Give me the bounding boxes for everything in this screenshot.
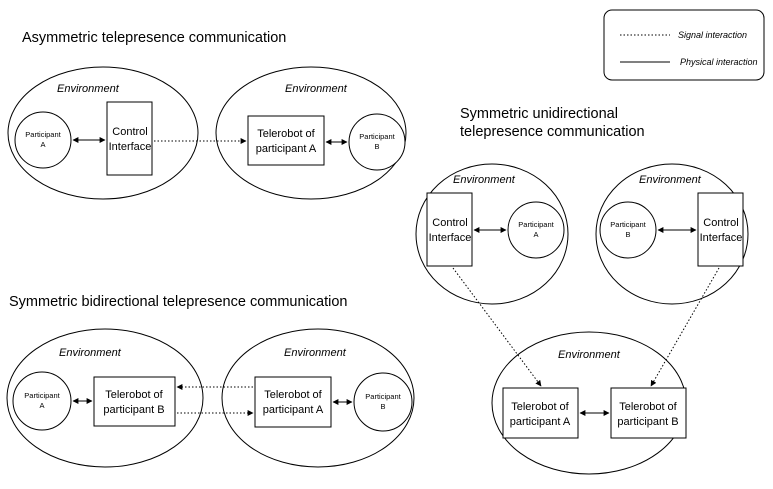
asymmetric-env-right <box>215 66 407 200</box>
sym-uni-env-right <box>595 163 749 305</box>
sym-uni-ci-left-line2: Interface <box>429 232 472 244</box>
sym-uni-signal-ci-left-tr-a <box>452 267 542 387</box>
asymmetric-env-left-label: Environment <box>57 83 120 95</box>
asymmetric-env-left <box>7 66 199 200</box>
sym-uni-participant-b-line1: Participant <box>610 220 646 229</box>
sym-uni-title-line1: Symmetric unidirectional <box>460 106 618 122</box>
asymmetric-control-interface <box>106 101 153 176</box>
asymmetric-title: Asymmetric telepresence communication <box>22 30 286 46</box>
sym-bi-env-right <box>221 328 415 468</box>
sym-bi-env-left <box>6 328 204 468</box>
sym-bi-title: Symmetric bidirectional telepresence com… <box>9 294 347 310</box>
sym-bi-participant-a <box>12 371 72 431</box>
sym-uni-control-interface-right <box>697 192 744 267</box>
sym-uni-participant-b <box>599 201 657 259</box>
sym-uni-telerobot-b <box>610 387 687 439</box>
legend: Signal interaction Physical interaction <box>603 9 765 81</box>
sym-bi-participant-b <box>353 372 413 432</box>
asymmetric-telerobot-a <box>247 115 325 166</box>
symmetric-bidirectional-diagram: Symmetric bidirectional telepresence com… <box>6 294 415 468</box>
legend-signal-label: Signal interaction <box>678 30 747 40</box>
asymmetric-participant-a <box>14 111 72 169</box>
sym-uni-telerobot-b-line2: participant B <box>617 416 678 428</box>
sym-uni-telerobot-a <box>502 387 579 439</box>
sym-uni-ci-left-line1: Control <box>432 217 467 229</box>
sym-uni-env-left <box>415 163 569 305</box>
sym-bi-telerobot-b-line2: participant B <box>103 404 164 416</box>
legend-box <box>603 9 765 81</box>
sym-bi-telerobot-b <box>93 376 176 427</box>
asymmetric-participant-a-line1: Participant <box>25 130 61 139</box>
sym-uni-signal-ci-right-tr-b <box>650 267 720 387</box>
sym-bi-telerobot-a-line2: participant A <box>263 404 324 416</box>
asymmetric-diagram: Asymmetric telepresence communication En… <box>7 30 407 200</box>
asymmetric-participant-b-line1: Participant <box>359 132 395 141</box>
sym-bi-participant-b-line2: B <box>380 402 385 411</box>
sym-uni-participant-a-line1: Participant <box>518 220 554 229</box>
sym-bi-participant-b-line1: Participant <box>365 392 401 401</box>
sym-bi-env-left-label: Environment <box>59 347 122 359</box>
asymmetric-control-interface-line1: Control <box>112 126 147 138</box>
asymmetric-control-interface-line2: Interface <box>109 141 152 153</box>
sym-bi-participant-a-line2: A <box>39 401 44 410</box>
sym-bi-telerobot-a <box>254 376 332 428</box>
sym-uni-env-bottom-label: Environment <box>558 349 621 361</box>
sym-bi-telerobot-b-line1: Telerobot of <box>105 389 163 401</box>
sym-uni-ci-right-line1: Control <box>703 217 738 229</box>
sym-uni-env-left-label: Environment <box>453 174 516 186</box>
sym-uni-control-interface-left <box>426 192 473 267</box>
asymmetric-participant-b-line2: B <box>374 142 379 151</box>
sym-uni-telerobot-a-line2: participant A <box>510 416 571 428</box>
asymmetric-participant-b <box>348 113 406 171</box>
sym-uni-telerobot-b-line1: Telerobot of <box>619 401 677 413</box>
sym-uni-participant-a-line2: A <box>533 230 538 239</box>
sym-bi-telerobot-a-line1: Telerobot of <box>264 389 322 401</box>
sym-uni-telerobot-a-line1: Telerobot of <box>511 401 569 413</box>
asymmetric-participant-a-line2: A <box>40 140 45 149</box>
sym-bi-participant-a-line1: Participant <box>24 391 60 400</box>
sym-uni-participant-a <box>507 201 565 259</box>
asymmetric-telerobot-a-line2: participant A <box>256 143 317 155</box>
sym-uni-ci-right-line2: Interface <box>700 232 743 244</box>
symmetric-unidirectional-diagram: Symmetric unidirectional telepresence co… <box>415 106 749 475</box>
sym-bi-env-right-label: Environment <box>284 347 347 359</box>
sym-uni-title-line2: telepresence communication <box>460 124 645 140</box>
legend-physical-label: Physical interaction <box>680 57 758 67</box>
asymmetric-telerobot-a-line1: Telerobot of <box>257 128 315 140</box>
asymmetric-env-right-label: Environment <box>285 83 348 95</box>
sym-uni-env-right-label: Environment <box>639 174 702 186</box>
sym-uni-participant-b-line2: B <box>625 230 630 239</box>
